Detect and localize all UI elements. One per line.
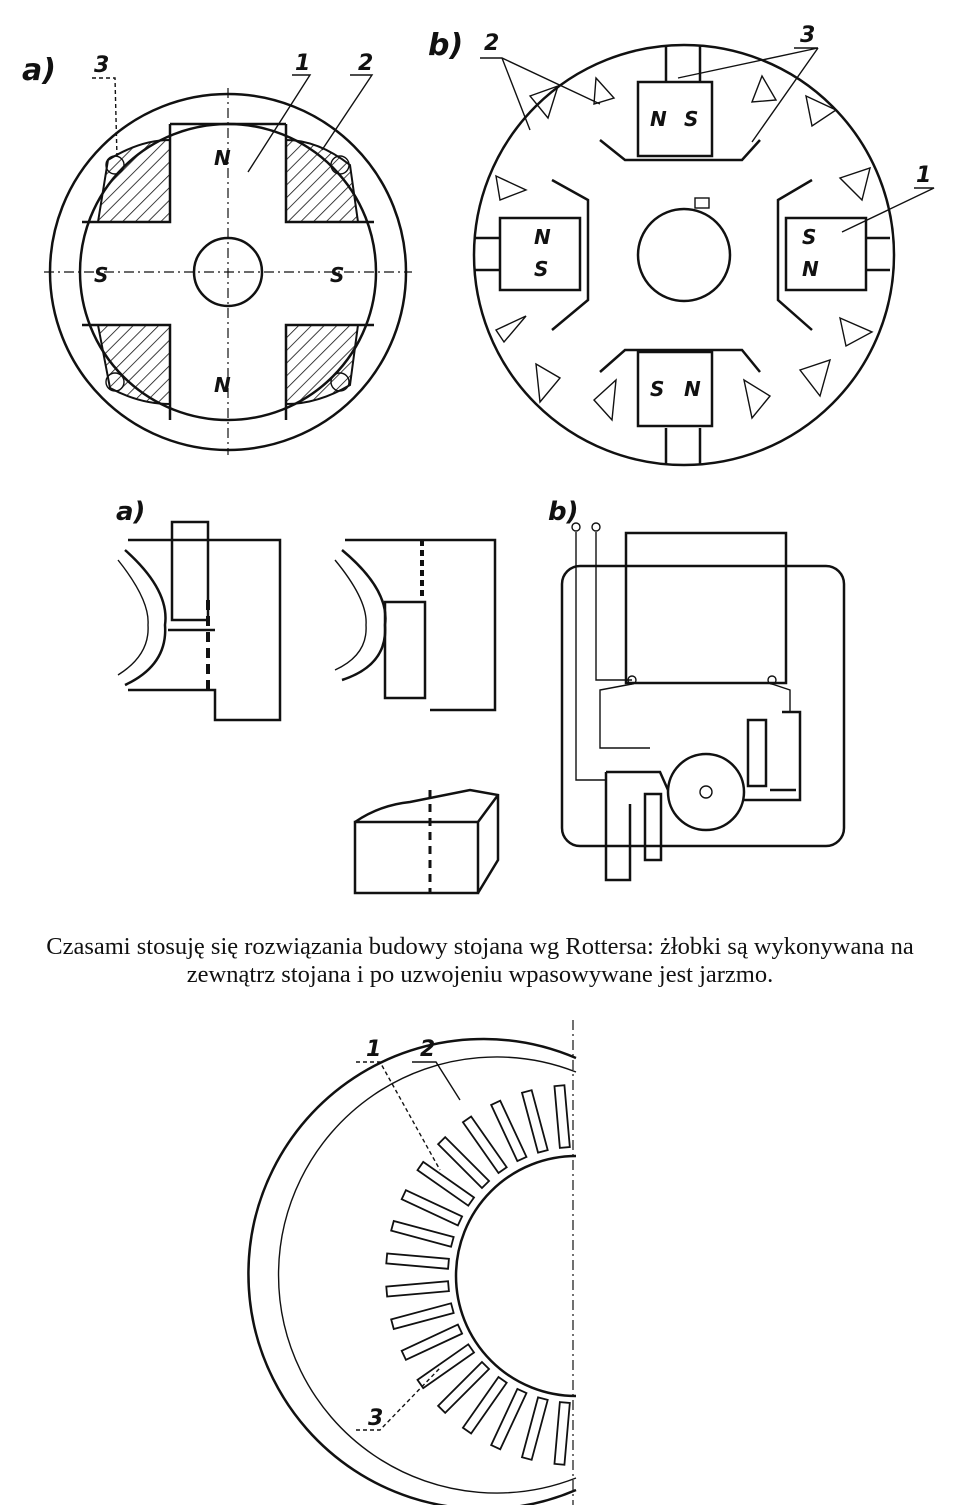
pole-bottom: N bbox=[214, 373, 231, 397]
pole-top: N bbox=[214, 146, 231, 170]
hatched-shoe-bottom-left bbox=[96, 324, 171, 406]
callout-2: 2 bbox=[484, 31, 499, 56]
hatched-shoe-top-right bbox=[285, 138, 360, 223]
magnet-bottom-n: N bbox=[684, 377, 701, 401]
hatched-shoe-bottom-right bbox=[285, 324, 360, 406]
magnet-top bbox=[636, 80, 714, 158]
magnet-left bbox=[498, 216, 582, 292]
stator-slot bbox=[390, 1219, 455, 1248]
magnet-left-n: N bbox=[534, 225, 551, 249]
callout-3: 3 bbox=[800, 23, 815, 48]
caption-line-1: Czasami stosuję się rozwiązania budowy s… bbox=[46, 933, 914, 960]
hatched-shoe-top-left bbox=[96, 138, 171, 223]
stator-slot bbox=[489, 1387, 528, 1451]
stator-slot bbox=[436, 1360, 491, 1415]
figure-1a-label: a) bbox=[22, 53, 56, 88]
stator-slot bbox=[553, 1401, 571, 1466]
figure-1a-rotor: a) 3 1 2 N N S S bbox=[22, 51, 412, 455]
callout-3: 3 bbox=[368, 1406, 383, 1431]
caption: Czasami stosuję się rozwiązania budowy s… bbox=[0, 933, 960, 989]
stator-slot bbox=[385, 1252, 450, 1270]
figure-2a-stator-sections: a) bbox=[116, 497, 500, 895]
stator-slot bbox=[390, 1302, 455, 1331]
stator-slot bbox=[400, 1188, 464, 1227]
stator-slot bbox=[416, 1343, 476, 1390]
callout-1: 1 bbox=[366, 1037, 381, 1062]
figure-2b-label: b) bbox=[548, 497, 579, 527]
magnet-right bbox=[784, 216, 868, 292]
magnet-right-n: N bbox=[802, 257, 819, 281]
stator-slot bbox=[436, 1135, 491, 1190]
stator-teeth bbox=[385, 1084, 571, 1466]
callout-1: 1 bbox=[295, 51, 310, 76]
figure-2b-motor: b) bbox=[548, 497, 846, 882]
magnet-top-s: S bbox=[684, 107, 698, 131]
stator-slot bbox=[416, 1160, 476, 1207]
stator-slot bbox=[553, 1084, 571, 1149]
caption-line-2: zewnątrz stojana i po uzwojeniu wpasowyw… bbox=[186, 961, 774, 988]
stator-slot bbox=[400, 1323, 464, 1362]
stator-slot bbox=[461, 1115, 508, 1175]
figure-1b-rotor: b) 2 3 1 N S S N N S S N bbox=[428, 23, 935, 467]
figure-1b-label: b) bbox=[428, 28, 463, 63]
stator-slot bbox=[489, 1099, 528, 1163]
magnet-right-s: S bbox=[802, 225, 816, 249]
magnet-bottom-s: S bbox=[650, 377, 664, 401]
stator-slot bbox=[461, 1375, 508, 1435]
stator-slot bbox=[520, 1089, 549, 1154]
pole-right: S bbox=[330, 263, 344, 287]
stator-slot bbox=[520, 1396, 549, 1461]
callout-1: 1 bbox=[916, 163, 931, 188]
callout-2: 2 bbox=[358, 51, 373, 76]
magnet-bottom bbox=[636, 350, 714, 428]
magnet-top-n: N bbox=[650, 107, 667, 131]
magnet-left-s: S bbox=[534, 257, 548, 281]
callout-3: 3 bbox=[94, 53, 109, 78]
pole-left: S bbox=[94, 263, 108, 287]
callout-2: 2 bbox=[420, 1037, 435, 1062]
figure-2a-label: a) bbox=[116, 497, 145, 527]
figure-3-stator-ring: 1 2 3 bbox=[247, 1020, 577, 1505]
stator-slot bbox=[385, 1280, 450, 1298]
